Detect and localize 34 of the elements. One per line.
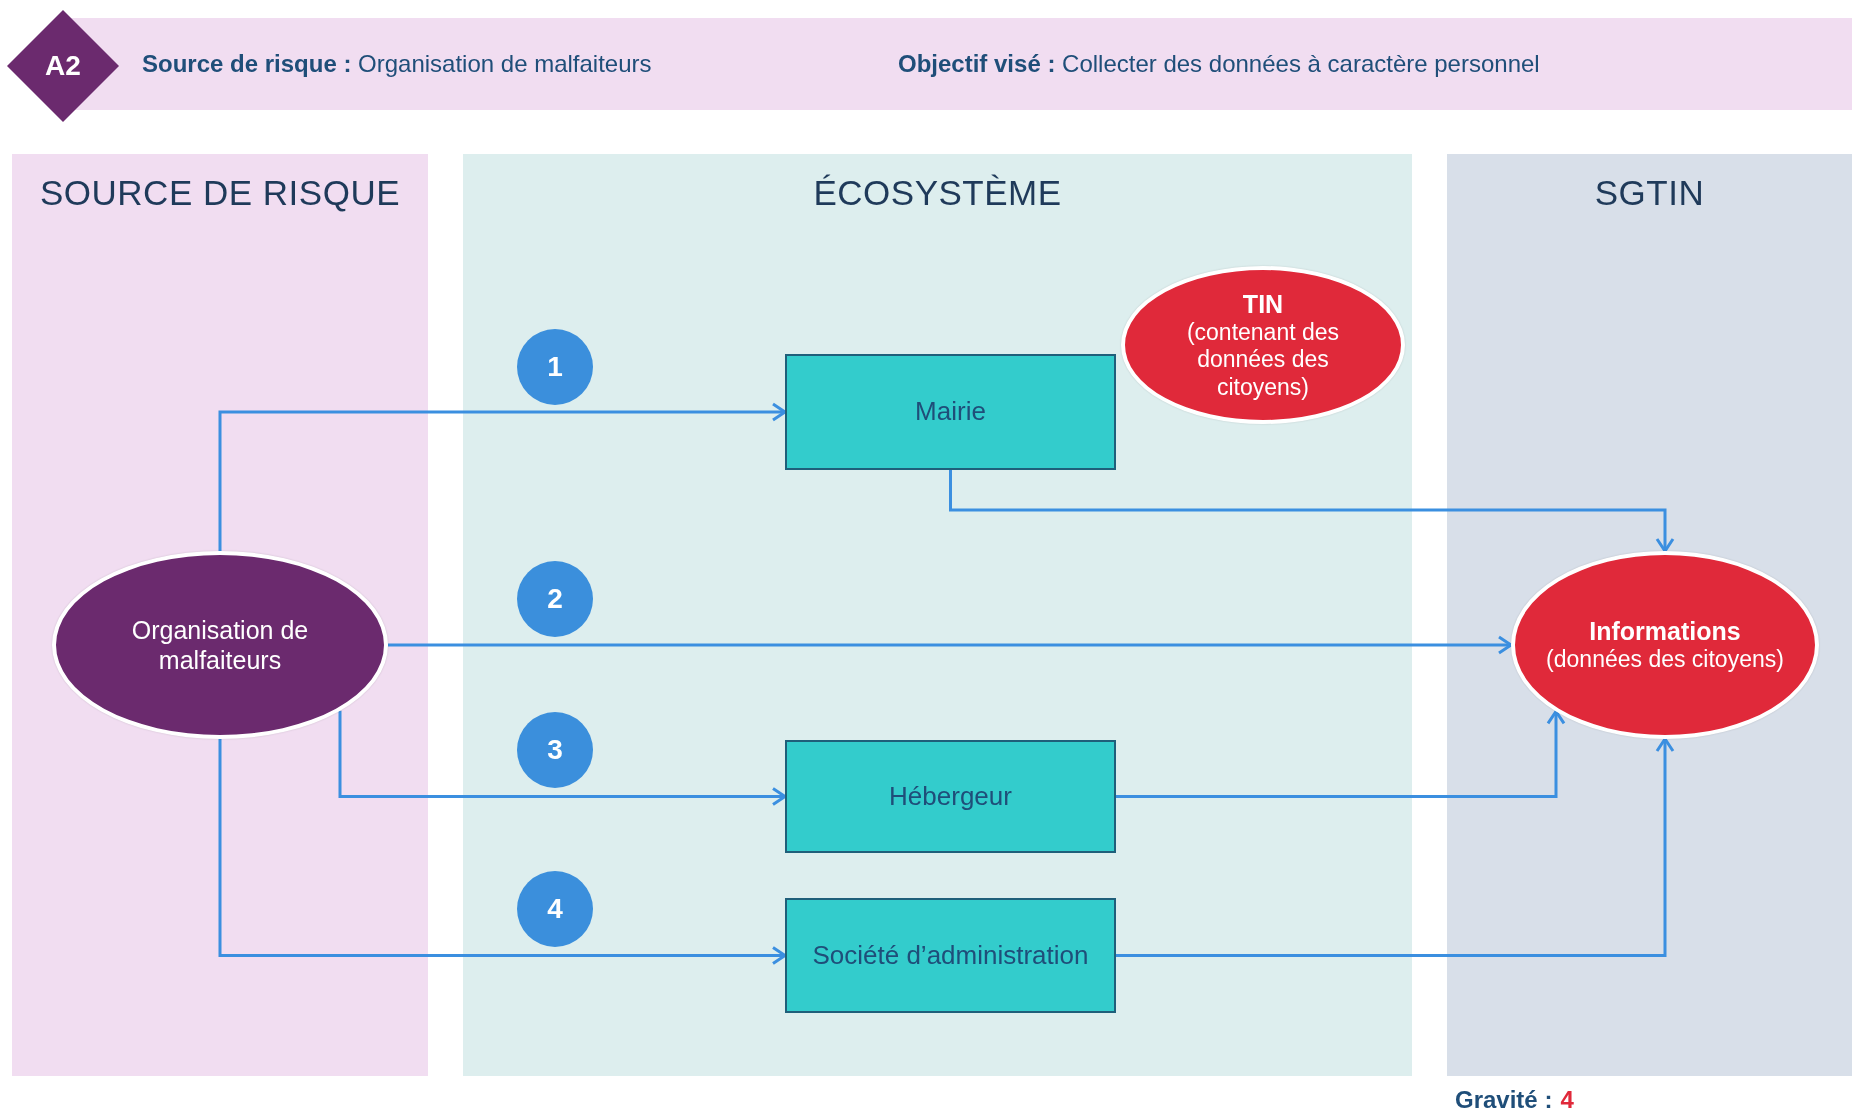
node-sublabel: (données des citoyens): [1546, 646, 1784, 674]
connector-arrow: [1116, 737, 1675, 957]
connector-arrow: [1116, 709, 1566, 798]
process-box: [785, 740, 1116, 853]
lane-title: ÉCOSYSTÈME: [813, 172, 1062, 214]
node-label: A2: [45, 49, 81, 83]
node-sublabel: (contenant des données des citoyens): [1185, 318, 1341, 402]
node-label: TIN: [1242, 288, 1284, 319]
lane-title: SGTIN: [1594, 172, 1705, 214]
node-label: Hébergeur: [889, 780, 1012, 813]
header-text: Source de risque : Organisation de malfaiteurs: [142, 50, 652, 78]
connector-arrow: [949, 470, 1675, 553]
process-box: [785, 354, 1116, 470]
node-label: 3: [547, 733, 563, 767]
node-label: 1: [547, 350, 563, 384]
scenario-diamond: [7, 10, 119, 122]
connector-arrow: [388, 635, 1513, 655]
connector-arrow: [218, 402, 787, 551]
lane-title: SOURCE DE RISQUE: [40, 172, 400, 214]
header-text: Objectif visé : Collecter des données à caractère personnel: [898, 50, 1540, 78]
swimlane: [1447, 154, 1852, 1076]
severity-label: Gravité :: [1455, 1086, 1553, 1114]
node-label: 4: [547, 892, 563, 926]
severity-value: 4: [1560, 1086, 1574, 1114]
node-label: Mairie: [915, 396, 986, 428]
swimlane: [12, 154, 428, 1076]
swimlane: [463, 154, 1412, 1076]
node-label: 2: [547, 582, 563, 616]
connector-arrow: [218, 739, 787, 965]
process-box: [785, 898, 1116, 1013]
connector-arrow: [338, 710, 787, 806]
node-label: Société d’administration: [812, 939, 1089, 972]
node-label: Organisation de malfaiteurs: [130, 615, 310, 675]
node-label: Informations: [1589, 616, 1741, 647]
